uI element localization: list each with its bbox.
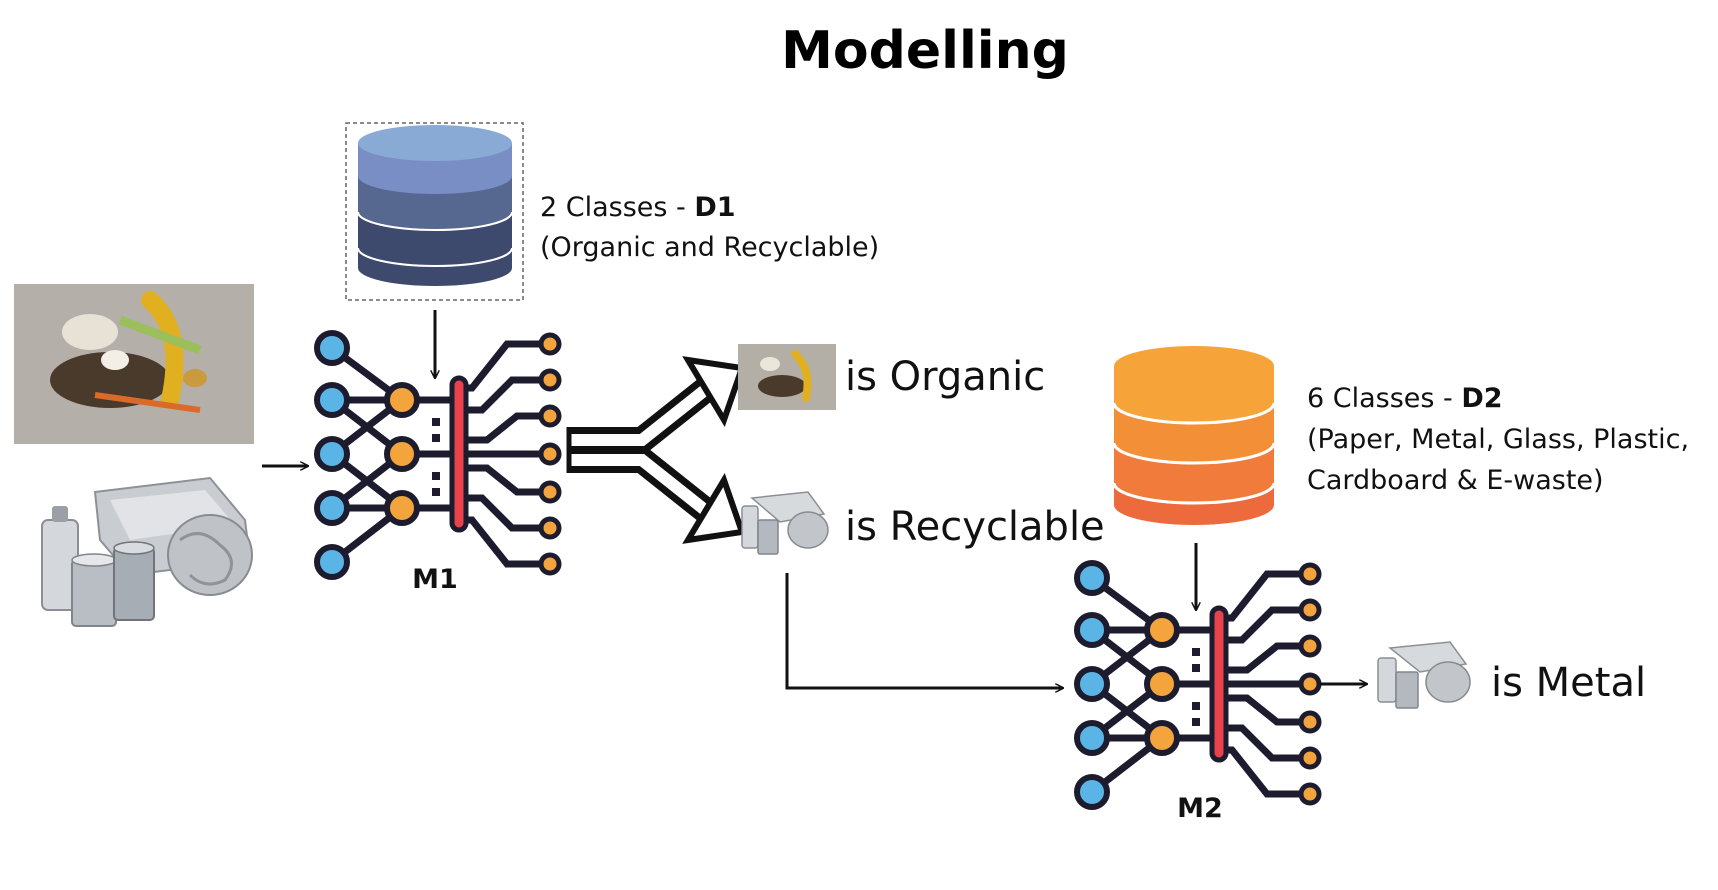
model-m2-label: M2 <box>1177 793 1223 824</box>
result-recyclable: is Recyclable <box>845 504 1105 550</box>
arrow-recyclable-to-m2 <box>785 573 1063 688</box>
result-organic: is Organic <box>845 354 1045 400</box>
database-icon-d1 <box>357 125 513 286</box>
metal-waste-thumbnail <box>741 491 829 555</box>
dataset-d2: 6 Classes - D2 (Paper, Metal, Glass, Pla… <box>1112 346 1689 525</box>
neural-network-icon-m2 <box>1074 560 1322 810</box>
dataset-d1: 2 Classes - D1 (Organic and Recyclable) <box>345 122 879 301</box>
organic-waste-photo <box>14 284 254 444</box>
organic-waste-thumbnail <box>738 344 836 410</box>
metal-waste-photo <box>41 476 253 627</box>
dataset-d2-caption-line3: Cardboard & E-waste) <box>1307 465 1604 496</box>
model-m1-label: M1 <box>412 564 458 595</box>
split-arrow-icon <box>566 356 747 544</box>
page-title: Modelling <box>781 21 1069 81</box>
dataset-d1-selection-box <box>345 122 524 301</box>
dataset-d1-caption-line2: (Organic and Recyclable) <box>540 232 879 263</box>
dataset-d2-caption-line1: 6 Classes - D2 <box>1307 383 1503 414</box>
neural-network-icon-m1 <box>314 330 562 580</box>
metal-waste-result-thumbnail <box>1377 641 1471 709</box>
database-icon-d2 <box>1112 346 1276 525</box>
dataset-d1-caption-line1: 2 Classes - D1 <box>540 192 736 223</box>
dataset-d2-caption-line2: (Paper, Metal, Glass, Plastic, <box>1307 424 1689 455</box>
result-metal: is Metal <box>1491 660 1646 706</box>
